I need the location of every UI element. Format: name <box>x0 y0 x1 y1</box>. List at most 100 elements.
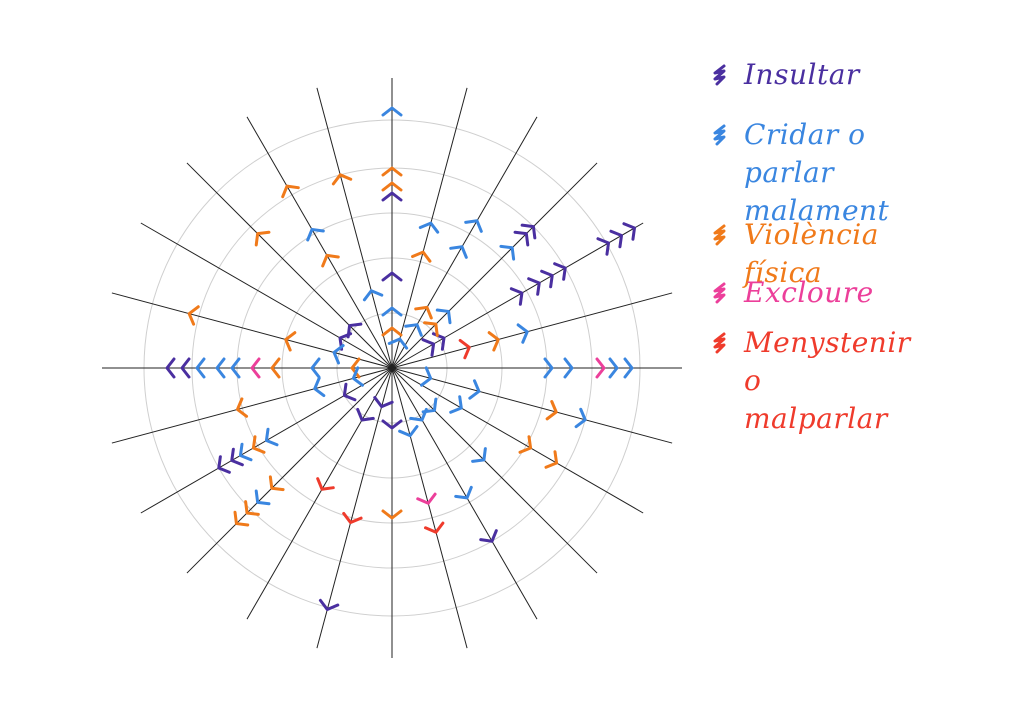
chevron-mark-insultar <box>596 237 611 256</box>
spoke-12 <box>111 292 393 369</box>
spoke-9 <box>246 116 393 369</box>
chevron-mark-violencia <box>244 500 260 516</box>
chevron-mark-menystenir <box>316 477 335 491</box>
chevron-mark-violencia <box>518 435 533 454</box>
spoke-24 <box>391 367 673 444</box>
chevron-mark-insultar <box>381 419 403 430</box>
spoke-18 <box>316 367 393 649</box>
chevron-mark-violencia <box>414 305 433 320</box>
chevron-mark-insultar <box>479 529 498 543</box>
chevron-mark-violencia <box>423 321 439 337</box>
chevron-mark-cridar <box>332 344 345 365</box>
purple-scribble-icon <box>713 64 726 86</box>
chevron-mark-cridar <box>608 357 619 379</box>
spoke-16 <box>186 367 393 574</box>
chevron-mark-cridar <box>381 306 403 317</box>
chevron-mark-cridar <box>306 227 325 242</box>
chevron-mark-insultar <box>381 191 403 202</box>
red-scribble-icon <box>713 332 726 354</box>
chevron-mark-insultar <box>421 338 436 357</box>
spoke-14 <box>111 367 393 444</box>
chevron-mark-violencia <box>254 230 271 247</box>
chevron-mark-cridar <box>362 289 384 302</box>
pink-scribble-icon <box>713 282 726 304</box>
chevron-mark-violencia <box>544 450 559 469</box>
chevron-mark-insultar <box>381 271 403 282</box>
chevron-mark-insultar <box>622 222 636 241</box>
chevron-mark-insultar <box>373 396 394 409</box>
chevron-mark-menystenir <box>342 511 363 525</box>
chevron-mark-violencia <box>270 357 281 379</box>
chevron-marks <box>165 106 636 611</box>
chevron-mark-violencia <box>411 250 432 263</box>
chevron-mark-violencia <box>381 509 403 520</box>
spoke-3 <box>391 222 644 369</box>
chevron-mark-cridar <box>499 244 516 261</box>
chevron-mark-insultar <box>318 598 340 611</box>
chevron-mark-violencia <box>235 397 249 418</box>
blue-scribble-icon <box>713 124 726 146</box>
legend-label-insultar: Insultar <box>744 58 860 91</box>
chevron-mark-insultar <box>180 357 191 379</box>
chevron-mark-violencia <box>233 510 250 527</box>
chevron-mark-cridar <box>264 427 279 447</box>
spoke-6 <box>391 87 468 369</box>
chevron-mark-excloure <box>595 357 606 379</box>
spoke-20 <box>391 367 468 649</box>
chevron-mark-insultar <box>513 230 530 247</box>
chevron-mark-cridar <box>449 395 463 414</box>
chevron-mark-insultar <box>356 407 375 422</box>
chevron-mark-violencia <box>381 181 403 192</box>
chevron-mark-cridar <box>543 357 554 379</box>
chevron-mark-cridar <box>421 397 438 414</box>
chevron-mark-violencia <box>381 166 403 177</box>
radial-spokes <box>102 78 682 658</box>
chevron-mark-cridar <box>516 323 529 344</box>
chevron-mark-cridar <box>471 447 487 463</box>
spoke-21 <box>391 367 538 620</box>
chevron-mark-cridar <box>563 357 574 379</box>
chevron-mark-cridar <box>387 337 409 350</box>
chevron-mark-insultar <box>520 223 537 240</box>
chevron-mark-violencia <box>545 399 558 421</box>
chevron-mark-cridar <box>351 366 364 387</box>
spoke-17 <box>246 367 393 620</box>
chevron-mark-violencia <box>187 305 200 326</box>
legend-label-excloure: Excloure <box>744 276 874 309</box>
chevron-mark-cridar <box>254 489 271 506</box>
chevron-mark-menystenir <box>458 338 471 360</box>
chevron-mark-cridar <box>464 219 483 233</box>
spoke-11 <box>140 222 393 369</box>
chevron-mark-cridar <box>215 357 226 379</box>
chevron-mark-violencia <box>251 435 266 454</box>
chevron-mark-insultar <box>553 262 567 281</box>
chevron-mark-cridar <box>435 308 452 325</box>
chevron-mark-cridar <box>230 357 241 379</box>
spoke-2 <box>391 292 673 369</box>
orange-scribble-icon <box>713 224 726 246</box>
chevron-mark-cridar <box>195 357 206 379</box>
chevron-mark-insultar <box>342 382 357 402</box>
chevron-mark-insultar <box>540 269 554 289</box>
chevron-mark-cridar <box>454 485 473 500</box>
legend-label-violencia: Violència física <box>744 218 879 289</box>
chevron-mark-cridar <box>574 407 587 429</box>
chevron-mark-excloure <box>250 357 261 379</box>
chevron-mark-cridar <box>449 245 468 259</box>
spoke-8 <box>316 87 393 369</box>
chevron-mark-insultar <box>609 229 623 249</box>
chevron-mark-cridar <box>310 357 321 379</box>
chevron-mark-cridar <box>398 425 419 438</box>
chevron-mark-insultar <box>509 287 524 306</box>
chevron-mark-insultar <box>217 455 231 474</box>
chevron-mark-cridar <box>418 221 440 234</box>
chevron-mark-insultar <box>165 357 176 379</box>
chevron-mark-violencia <box>281 184 300 199</box>
chevron-mark-cridar <box>420 366 433 387</box>
chevron-mark-violencia <box>331 173 353 186</box>
chevron-mark-excloure <box>416 492 437 505</box>
chevron-mark-violencia <box>284 331 297 352</box>
legend-label-cridar: Cridar o parlar malament <box>744 118 890 227</box>
chevron-mark-violencia <box>268 475 285 492</box>
